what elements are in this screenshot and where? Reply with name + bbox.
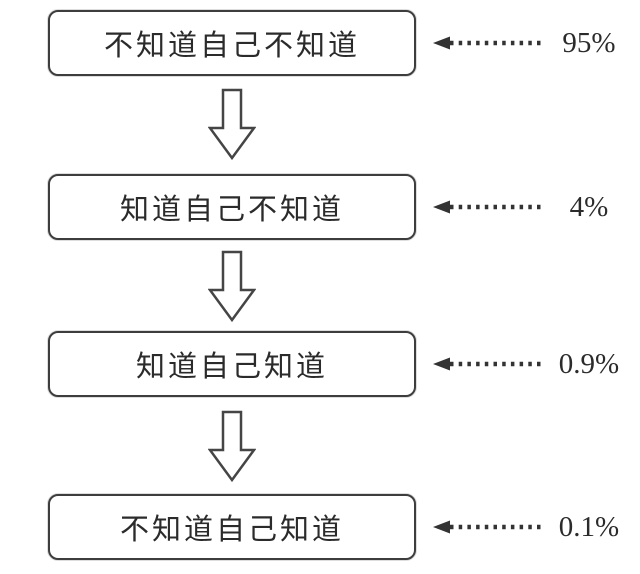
percentage-label: 0.1% [558,510,620,543]
flow-box-step-4: 不知道自己知道 [48,494,416,560]
percentage-label: 95% [562,26,616,59]
flow-box-label: 知道自己知道 [135,351,328,383]
annotation-step-3: 0.9% [432,347,636,381]
dotted-arrow-left-icon [433,200,544,214]
flow-box-label: 知道自己不知道 [119,194,344,226]
dotted-arrow-left-icon [433,36,544,50]
flow-box-label: 不知道自己知道 [119,514,344,546]
down-arrow-icon [208,410,256,482]
dotted-arrow-left-icon [433,520,544,534]
percentage-label: 4% [569,190,609,223]
dotted-arrow-left-icon [433,357,544,371]
annotation-step-2: 4% [432,190,636,224]
percentage-label: 0.9% [558,347,620,380]
flow-box-step-3: 知道自己知道 [48,331,416,397]
flow-box-label: 不知道自己不知道 [103,30,360,62]
down-arrow-icon [208,250,256,322]
down-arrow-icon [208,88,256,160]
flow-box-step-1: 不知道自己不知道 [48,10,416,76]
annotation-step-1: 95% [432,26,636,60]
flow-box-step-2: 知道自己不知道 [48,174,416,240]
annotation-step-4: 0.1% [432,510,636,544]
